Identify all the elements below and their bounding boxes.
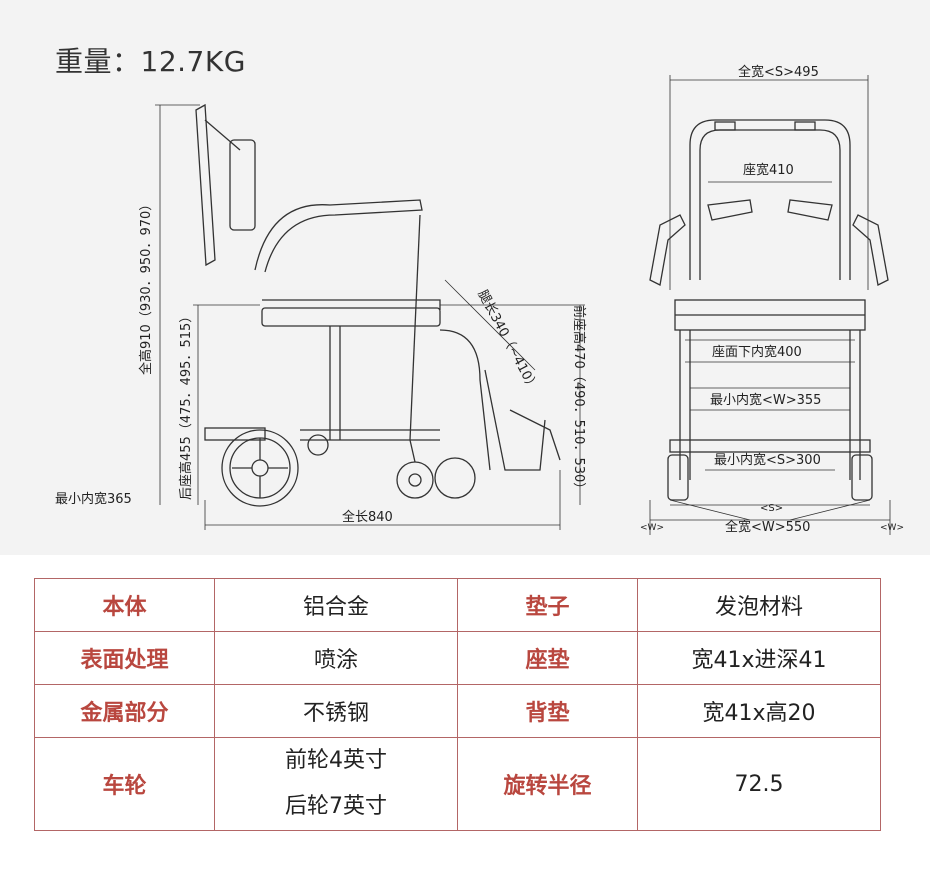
- w-left-label: <W>: [640, 523, 664, 533]
- spec-value: 72.5: [637, 737, 881, 831]
- spec-table-wrap: 本体 铝合金 垫子 发泡材料 表面处理 喷涂 座垫 宽41x进深41 金属部分 …: [34, 578, 881, 831]
- front-view-drawing: 全宽<S>495 座宽410 座面下内宽400 最小内宽<W>355 最小内宽<…: [640, 64, 904, 535]
- weight-title: 重量：12.7KG: [55, 45, 246, 78]
- s-mark-label: <S>: [760, 503, 783, 514]
- total-width-s-label: 全宽<S>495: [738, 64, 819, 80]
- table-row: 金属部分 不锈钢 背垫 宽41x高20: [34, 684, 881, 738]
- w-right-label: <W>: [880, 523, 904, 533]
- min-inner-w-label: 最小内宽<W>355: [710, 392, 821, 408]
- total-width-w-label: 全宽<W>550: [725, 519, 810, 535]
- spec-value: 喷涂: [214, 631, 458, 685]
- spec-value: 发泡材料: [637, 578, 881, 632]
- rear-wheel-value: 后轮7英寸: [285, 794, 387, 819]
- total-length-label: 全长840: [342, 509, 393, 525]
- spec-key: 垫子: [457, 578, 638, 632]
- spec-key: 金属部分: [34, 684, 215, 738]
- front-seat-height-label: 前座高470（490．510．530）: [571, 305, 587, 495]
- spec-value: 宽41x进深41: [637, 631, 881, 685]
- leg-length-label: 腿长340（~410）: [474, 288, 540, 394]
- spec-value: 不锈钢: [214, 684, 458, 738]
- spec-key: 车轮: [34, 737, 215, 831]
- spec-key: 本体: [34, 578, 215, 632]
- front-wheel-value: 前轮4英寸: [285, 748, 387, 773]
- min-inner-s-label: 最小内宽<S>300: [714, 452, 821, 468]
- spec-value: 铝合金: [214, 578, 458, 632]
- side-view-drawing: 全高910（930．950．970） 后座高455（475．495．515） 前…: [55, 103, 587, 530]
- spec-value: 宽41x高20: [637, 684, 881, 738]
- rear-seat-height-label: 后座高455（475．495．515）: [178, 310, 194, 500]
- under-seat-width-label: 座面下内宽400: [712, 344, 802, 360]
- spec-table: 本体 铝合金 垫子 发泡材料 表面处理 喷涂 座垫 宽41x进深41 金属部分 …: [34, 578, 881, 831]
- diagram-area: 重量：12.7KG: [0, 0, 930, 555]
- table-row: 本体 铝合金 垫子 发泡材料: [34, 578, 881, 632]
- spec-key: 背垫: [457, 684, 638, 738]
- spec-key: 座垫: [457, 631, 638, 685]
- seat-width-label: 座宽410: [743, 162, 794, 178]
- total-height-label: 全高910（930．950．970）: [138, 198, 154, 375]
- spec-key: 表面处理: [34, 631, 215, 685]
- table-row: 车轮 前轮4英寸 后轮7英寸 旋转半径 72.5: [34, 737, 881, 831]
- table-row: 表面处理 喷涂 座垫 宽41x进深41: [34, 631, 881, 685]
- spec-value-wheels: 前轮4英寸 后轮7英寸: [214, 737, 458, 831]
- min-inner-width-label: 最小内宽365: [55, 491, 132, 507]
- spec-key: 旋转半径: [457, 737, 638, 831]
